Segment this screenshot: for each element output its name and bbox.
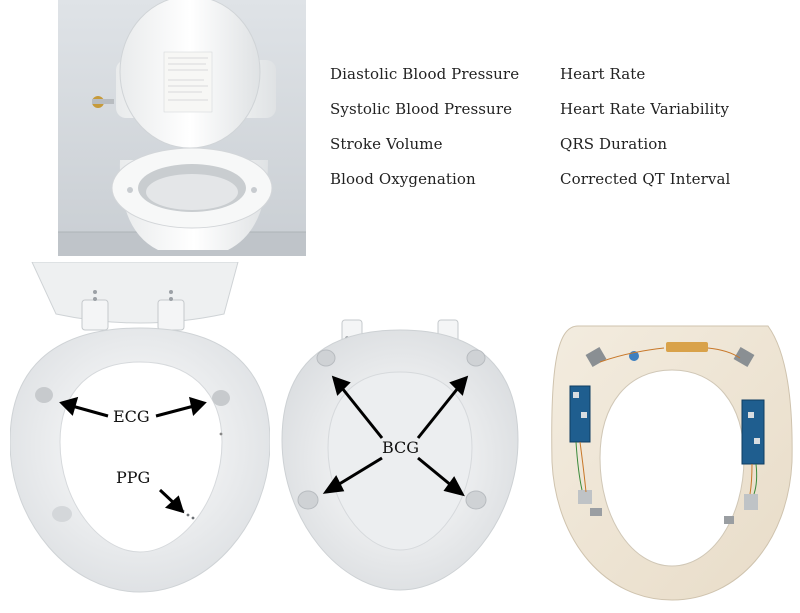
- bcg-label: BCG: [382, 438, 420, 457]
- metric-diastolic-bp: Diastolic Blood Pressure: [330, 65, 520, 83]
- seat-electronics-photo: [548, 322, 796, 604]
- metric-stroke-volume: Stroke Volume: [330, 135, 443, 153]
- seat-bcg-photo: BCG: [270, 310, 530, 610]
- metric-hrv: Heart Rate Variability: [560, 100, 730, 118]
- metric-blood-oxygenation: Blood Oxygenation: [330, 170, 476, 188]
- ecg-label: ECG: [113, 407, 150, 426]
- ppg-label: PPG: [116, 468, 151, 487]
- toilet-illustration: [58, 0, 306, 256]
- metric-corrected-qt: Corrected QT Interval: [560, 170, 731, 188]
- metric-heart-rate: Heart Rate: [560, 65, 646, 83]
- metric-systolic-bp: Systolic Blood Pressure: [330, 100, 513, 118]
- seat-ecg-ppg-photo: ECG PPG: [10, 262, 270, 612]
- toilet-photo: [58, 0, 306, 256]
- metric-qrs-duration: QRS Duration: [560, 135, 668, 153]
